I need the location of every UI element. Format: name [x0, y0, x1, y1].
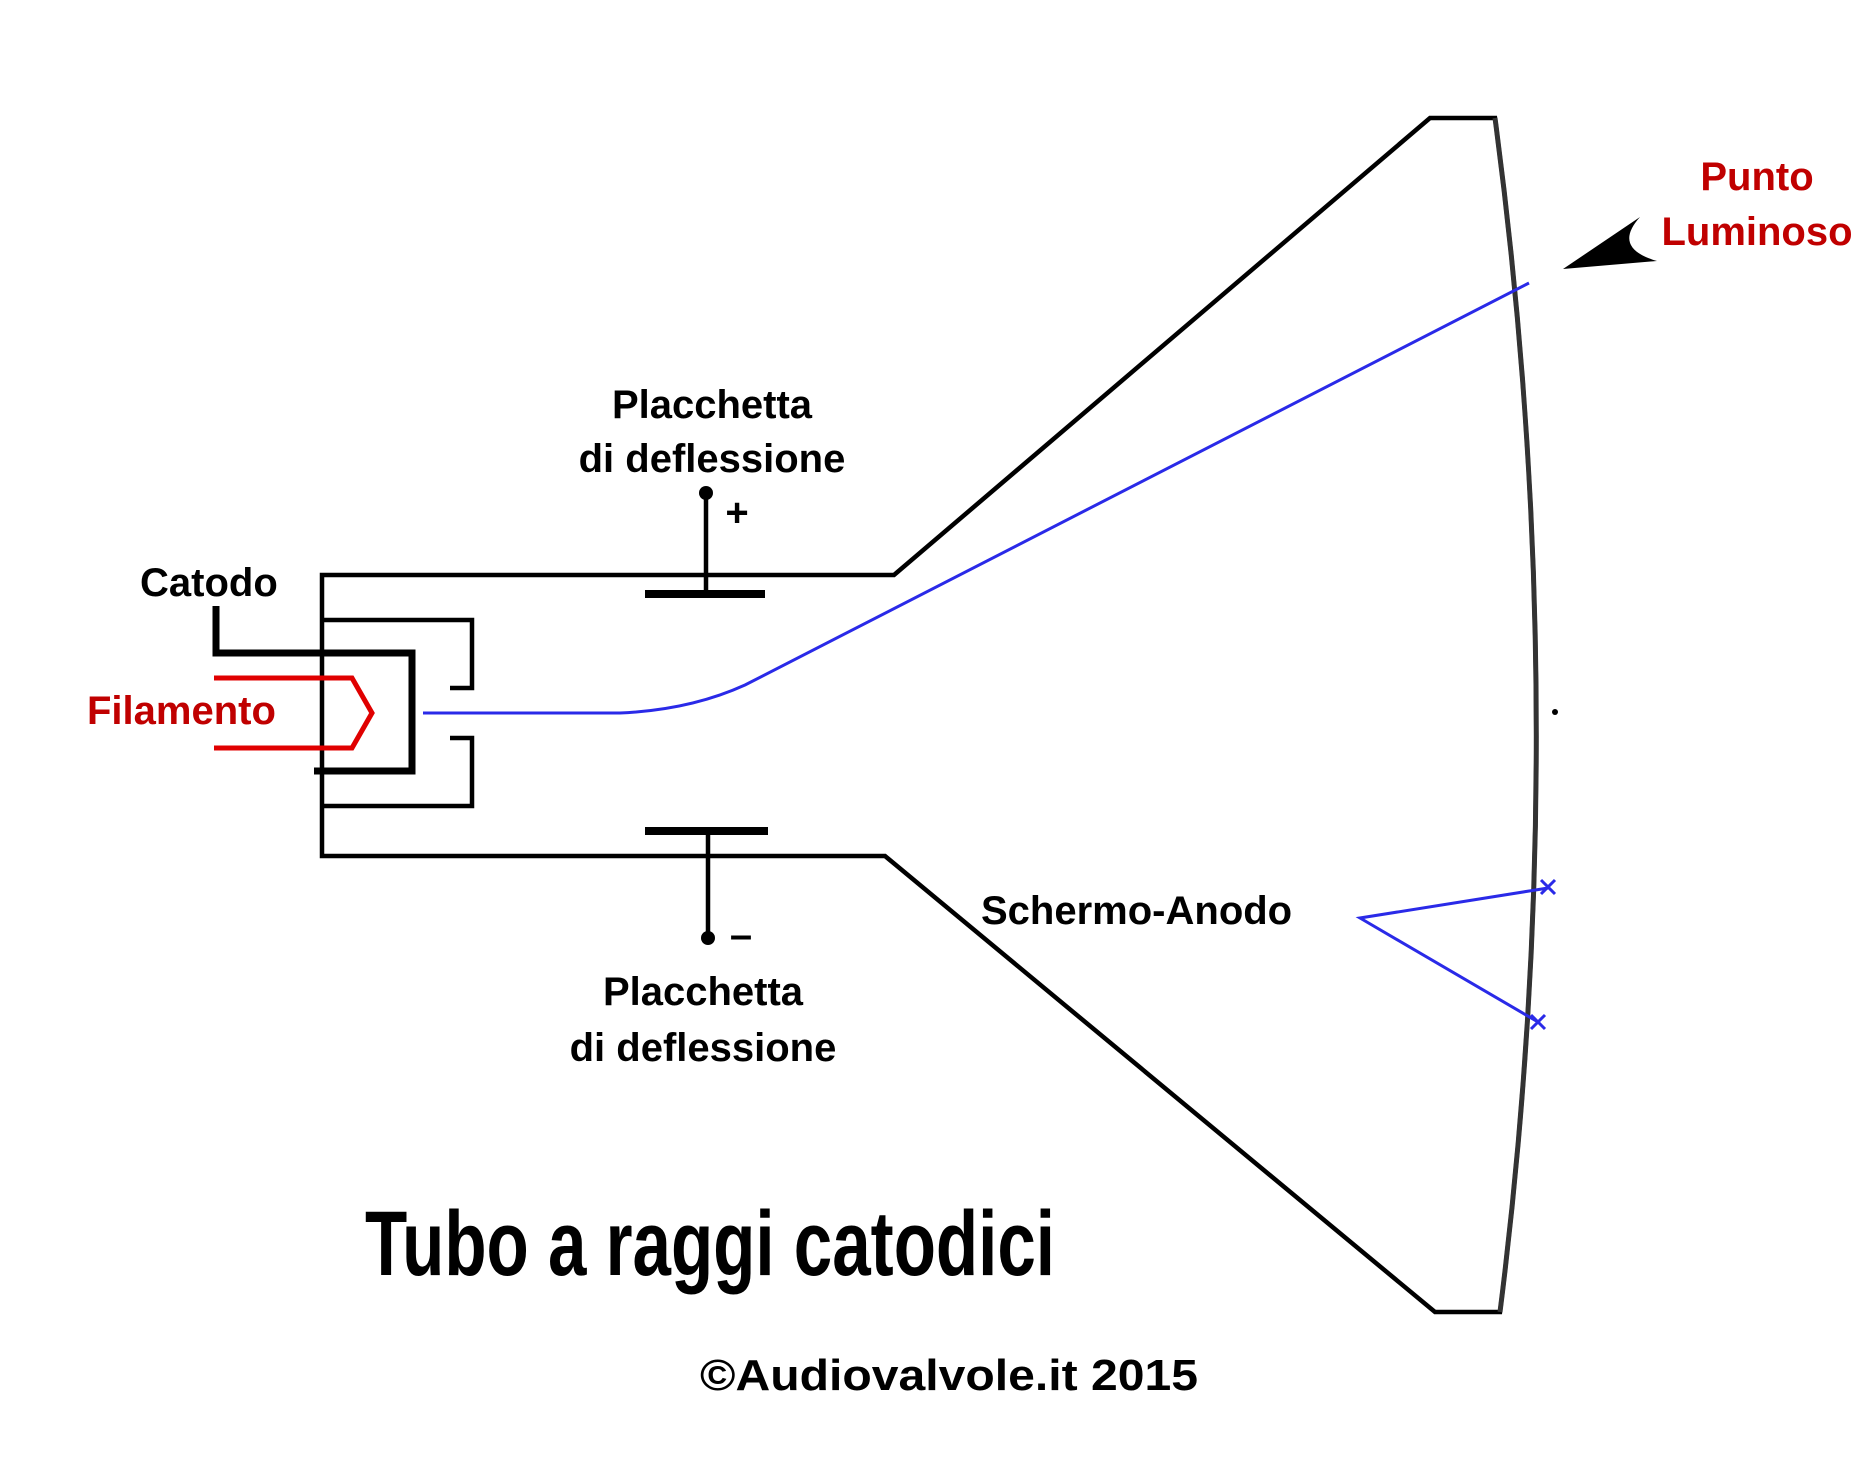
- label-punto: Punto: [1700, 155, 1813, 199]
- deflection-plate-bottom-terminal: [701, 931, 715, 945]
- label-filamento: Filamento: [87, 689, 276, 733]
- sign-positive: +: [725, 491, 748, 535]
- label-plate-top-line1: Placchetta: [612, 383, 813, 427]
- diagram-title: Tubo a raggi catodici: [365, 1193, 1055, 1295]
- electron-beam: [423, 281, 1530, 715]
- grid-electrode-lower: [322, 735, 475, 809]
- label-plate-bottom-line1: Placchetta: [603, 970, 804, 1014]
- label-plate-top-line2: di deflessione: [579, 437, 846, 481]
- screen: [1492, 117, 1539, 1313]
- label-plate-bottom-line2: di deflessione: [570, 1026, 837, 1070]
- grid-electrode-upper: [322, 617, 475, 691]
- deflection-plate-top-terminal: [699, 486, 713, 500]
- punto-luminoso-arrow-icon: [1563, 217, 1657, 269]
- screen-mark: [1552, 709, 1558, 715]
- label-schermo-anodo: Schermo-Anodo: [981, 889, 1292, 933]
- schermo-anodo-leader: [1355, 886, 1549, 1024]
- sign-negative: –: [730, 913, 752, 957]
- label-catodo: Catodo: [140, 561, 278, 605]
- cathode: [212, 606, 416, 775]
- tube-envelope: [319, 115, 1539, 1315]
- label-luminoso: Luminoso: [1661, 210, 1852, 254]
- credit-line: ©Audiovalvole.it 2015: [700, 1351, 1198, 1400]
- filament: [214, 675, 375, 751]
- anode-marker-x-icon: [1529, 1013, 1547, 1031]
- anode-marker-x-icon: [1539, 878, 1557, 896]
